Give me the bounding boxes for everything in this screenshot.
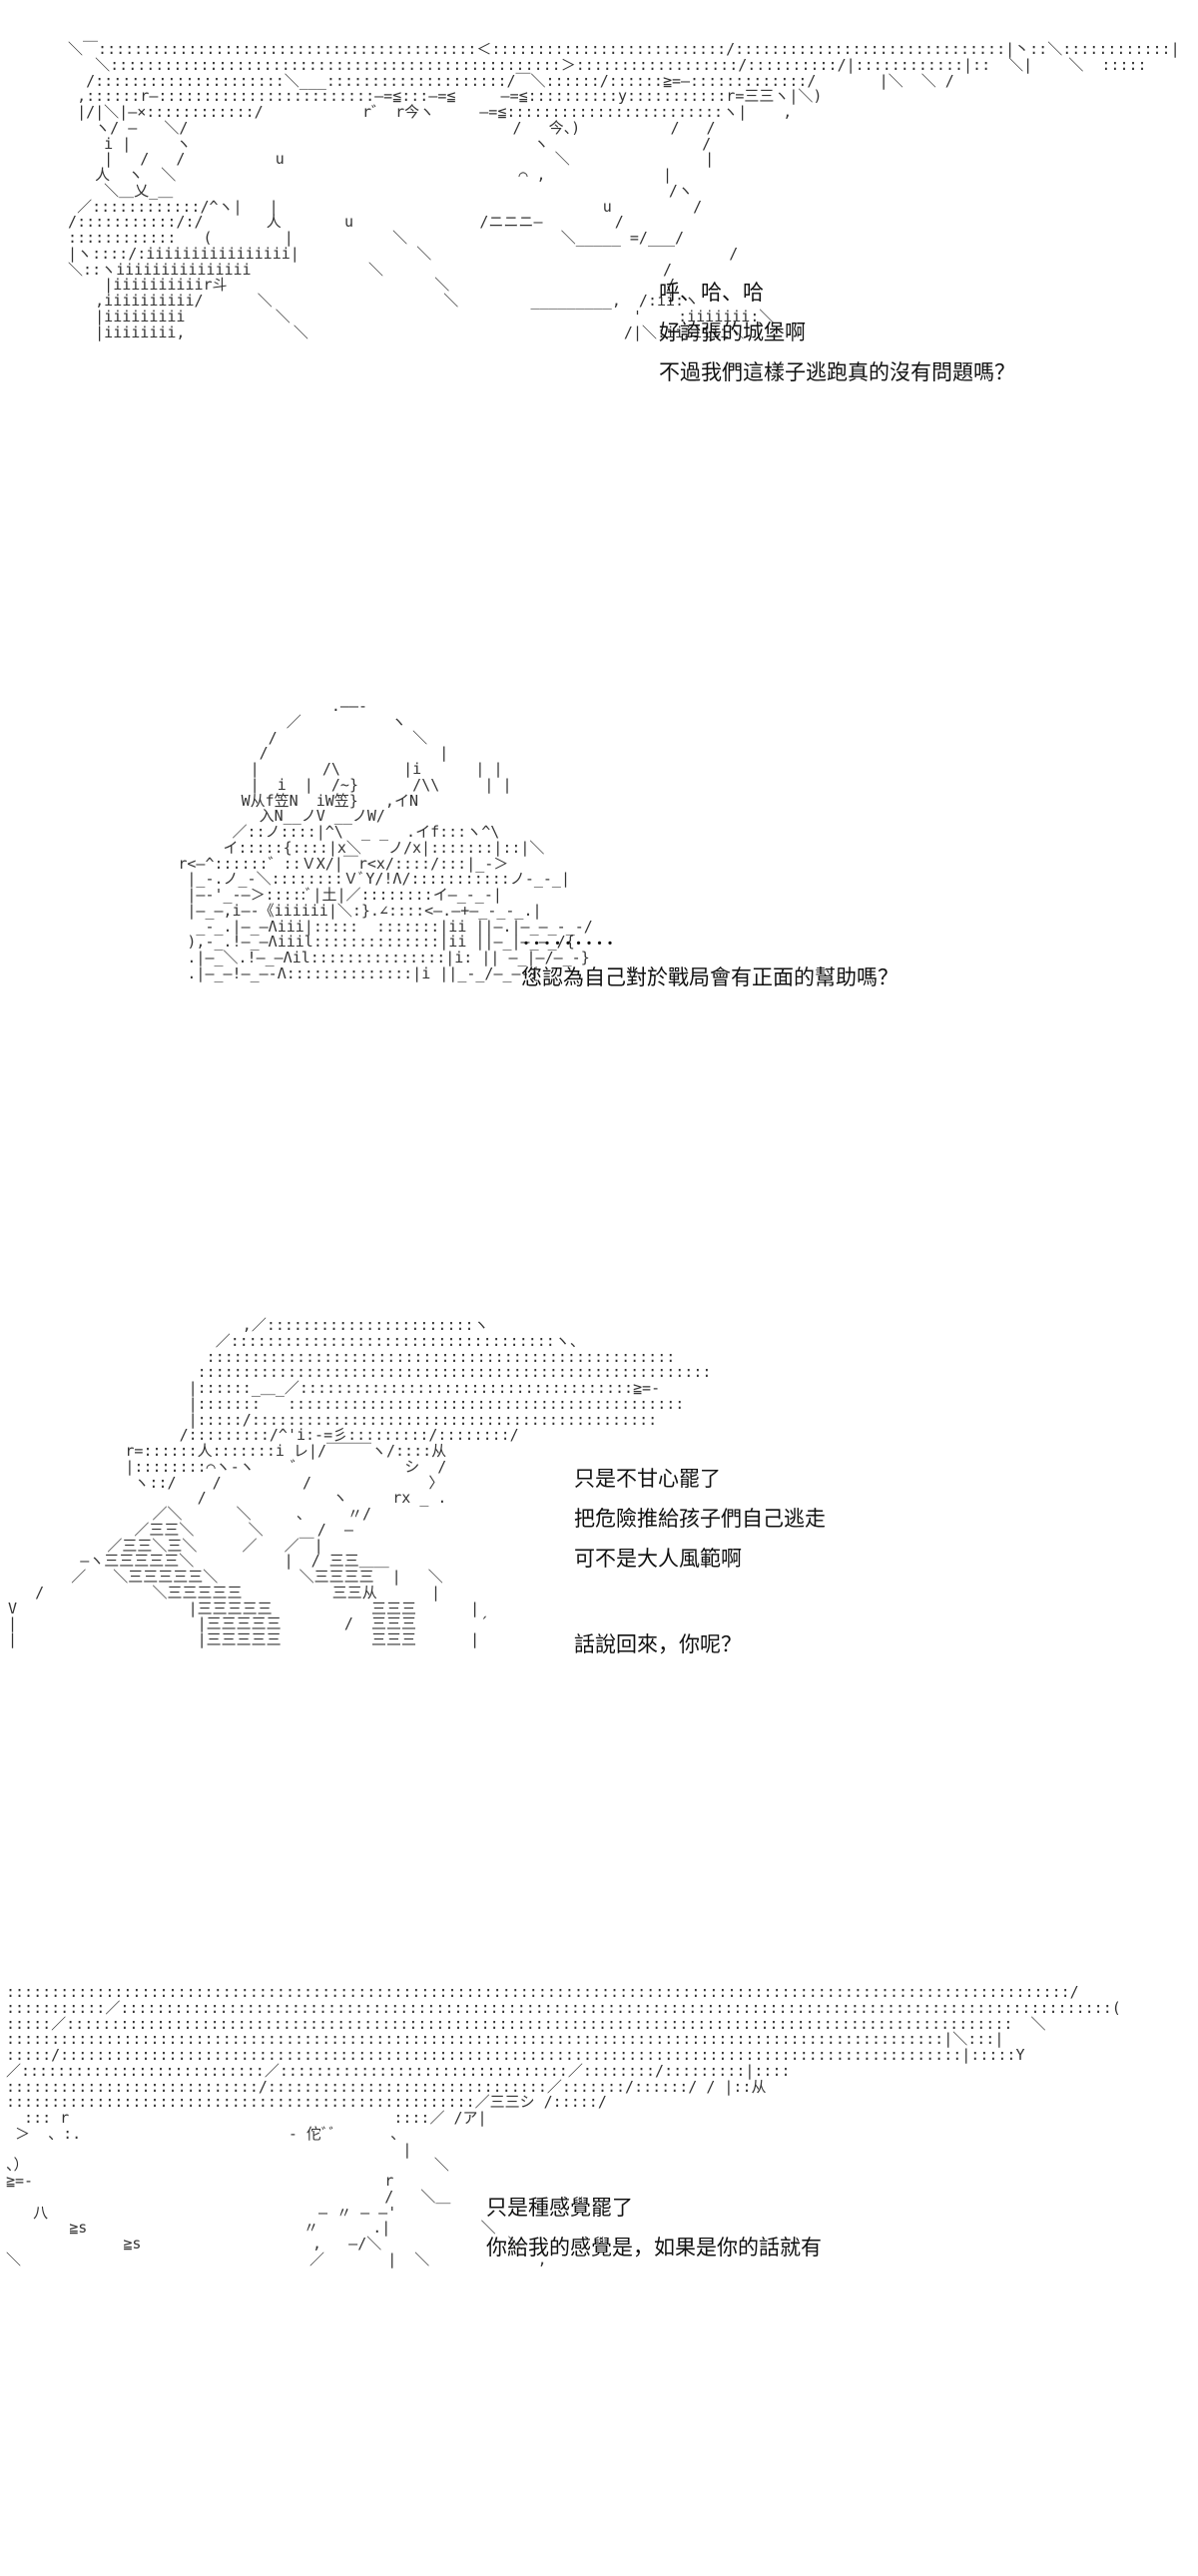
panel-1: ＼￣::::::::::::::::::::::::::::::::::::::… xyxy=(0,0,1198,639)
ascii-art-character-2: .——- ／ ヽ / ＼ / | | /\ |i | | | i xyxy=(178,697,593,982)
ascii-art-character-4: ::::::::::::::::::::::::::::::::::::::::… xyxy=(6,1983,1121,2268)
ascii-art-character-1: ＼￣::::::::::::::::::::::::::::::::::::::… xyxy=(68,40,1180,341)
panel-2: .——- ／ ヽ / ＼ / | | /\ |i | | | i xyxy=(0,639,1198,1258)
dialogue-line: 好誇張的城堡啊 xyxy=(659,321,806,344)
dialogue-line: 你給我的感覺是，如果是你的話就有 xyxy=(486,2236,822,2259)
ascii-art-character-3: ,／:::::::::::::::::::::::ヽ ／::::::::::::… xyxy=(8,1316,712,1648)
dialogue-line: 話說回來，你呢？ xyxy=(574,1632,742,1656)
dialogue-1: 呼、哈、哈 好誇張的城堡啊 不過我們這樣子逃跑真的沒有問題嗎？ xyxy=(659,281,1015,401)
dialogue-3: 只是不甘心罷了 把危險推給孩子們自己逃走 可不是大人風範啊 話說回來，你呢？ xyxy=(574,1467,826,1673)
dialogue-line: 只是種感覺罷了 xyxy=(486,2196,633,2220)
dialogue-line: 把危險推給孩子們自己逃走 xyxy=(574,1507,826,1531)
panel-4: ::::::::::::::::::::::::::::::::::::::::… xyxy=(0,1917,1198,2576)
dialogue-line: 您認為自己對於戰局會有正面的幫助嗎？ xyxy=(521,966,898,989)
dialogue-line: 呼、哈、哈 xyxy=(659,281,764,305)
dialogue-line: 不過我們這樣子逃跑真的沒有問題嗎？ xyxy=(659,360,1015,384)
panel-3: ,／:::::::::::::::::::::::ヽ ／::::::::::::… xyxy=(0,1258,1198,1917)
dialogue-line: 可不是大人風範啊 xyxy=(574,1547,742,1571)
dialogue-line: 只是不甘心罷了 xyxy=(574,1467,721,1491)
dialogue-2: ．．．．．．．．． 您認為自己對於戰局會有正面的幫助嗎？ xyxy=(521,926,898,1006)
dialogue-line: ．．．．．．．．． xyxy=(521,926,626,950)
dialogue-gap xyxy=(574,1588,826,1633)
dialogue-4: 只是種感覺罷了 你給我的感覺是，如果是你的話就有 xyxy=(486,2196,822,2276)
